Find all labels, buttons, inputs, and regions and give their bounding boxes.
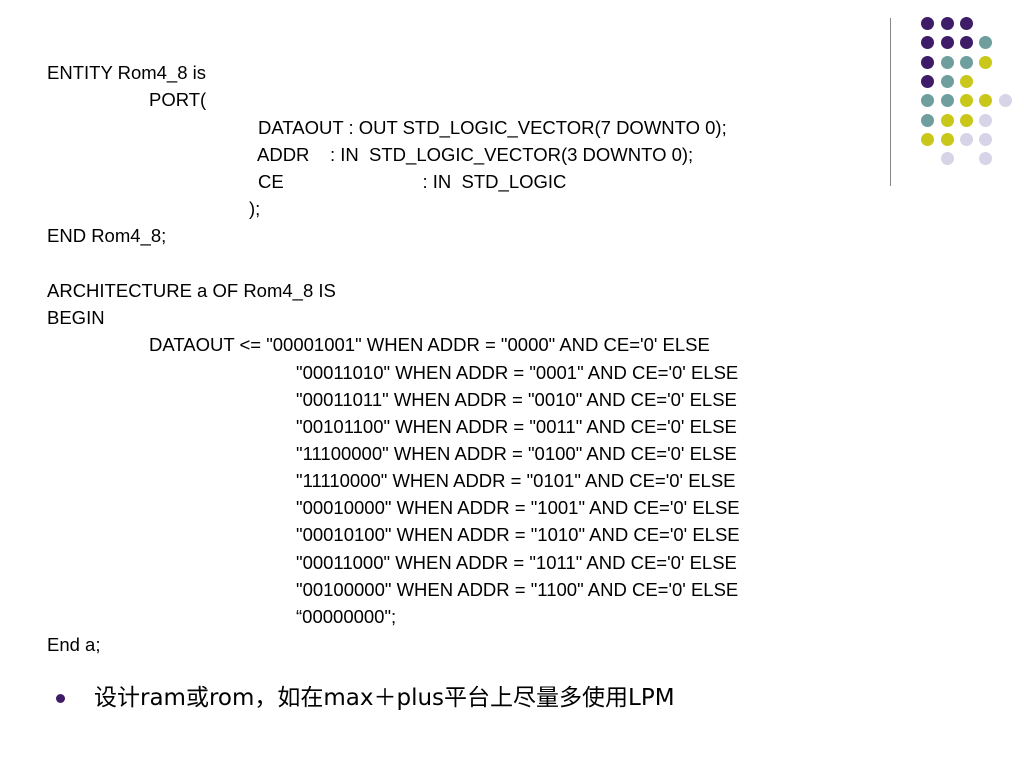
decorative-dot — [959, 55, 973, 69]
code-line: PORT( — [149, 89, 207, 110]
code-line: “00000000"; — [296, 606, 397, 627]
code-line: BEGIN — [47, 307, 105, 328]
decorative-dot — [940, 55, 954, 69]
code-line: "00100000" WHEN ADDR = "1100" AND CE='0'… — [296, 579, 739, 600]
decorative-dot — [959, 113, 973, 127]
decorative-dot — [998, 94, 1012, 108]
decorative-dot-grid — [0, 0, 1024, 200]
decorative-dot — [940, 74, 954, 88]
decorative-dot — [979, 36, 993, 50]
decorative-dot — [959, 132, 973, 146]
code-line: DATAOUT : OUT STD_LOGIC_VECTOR(7 DOWNTO … — [258, 117, 727, 138]
divider-line — [890, 18, 891, 186]
decorative-dot — [940, 17, 954, 30]
decorative-dot — [959, 36, 973, 50]
code-line: "00011000" WHEN ADDR = "1011" AND CE='0'… — [296, 552, 737, 573]
code-line: END Rom4_8; — [47, 225, 167, 246]
decorative-dot — [979, 94, 993, 108]
code-line: "00011010" WHEN ADDR = "0001" AND CE='0'… — [296, 362, 739, 383]
code-line: End a; — [47, 634, 101, 655]
decorative-dot — [921, 74, 935, 88]
decorative-dot — [921, 17, 935, 30]
decorative-dot — [921, 36, 935, 50]
decorative-dot — [940, 94, 954, 108]
code-line: "11100000" WHEN ADDR = "0100" AND CE='0'… — [296, 443, 737, 464]
decorative-dot — [940, 36, 954, 50]
bullet-dot-icon — [56, 694, 65, 703]
decorative-dot — [979, 152, 993, 166]
code-line: ARCHITECTURE a OF Rom4_8 IS — [47, 280, 336, 301]
code-line: ENTITY Rom4_8 is — [47, 62, 207, 83]
decorative-dot — [921, 132, 935, 146]
code-line: DATAOUT <= "00001001" WHEN ADDR = "0000"… — [149, 334, 710, 355]
code-line: "00010000" WHEN ADDR = "1001" AND CE='0'… — [296, 497, 740, 518]
decorative-dot — [940, 113, 954, 127]
bullet-text: 设计ram或rom，如在max＋plus平台上尽量多使用LPM — [94, 685, 675, 711]
decorative-dot — [940, 132, 954, 146]
decorative-dot — [959, 17, 973, 30]
decorative-dot — [921, 94, 935, 108]
code-line: ); — [249, 198, 261, 219]
decorative-dot — [959, 74, 973, 88]
code-line: CE : IN STD_LOGIC — [258, 171, 567, 192]
decorative-dot — [921, 113, 935, 127]
code-line: "00101100" WHEN ADDR = "0011" AND CE='0'… — [296, 416, 737, 437]
decorative-dot — [959, 94, 973, 108]
decorative-dot — [979, 55, 993, 69]
code-line: "00011011" WHEN ADDR = "0010" AND CE='0'… — [296, 389, 737, 410]
decorative-dot — [921, 55, 935, 69]
decorative-dot — [940, 152, 954, 166]
code-line: "11110000" WHEN ADDR = "0101" AND CE='0'… — [296, 470, 736, 491]
code-line: ADDR : IN STD_LOGIC_VECTOR(3 DOWNTO 0); — [257, 144, 694, 165]
code-line: "00010100" WHEN ADDR = "1010" AND CE='0'… — [296, 524, 740, 545]
decorative-dot — [979, 113, 993, 127]
decorative-dot — [979, 132, 993, 146]
